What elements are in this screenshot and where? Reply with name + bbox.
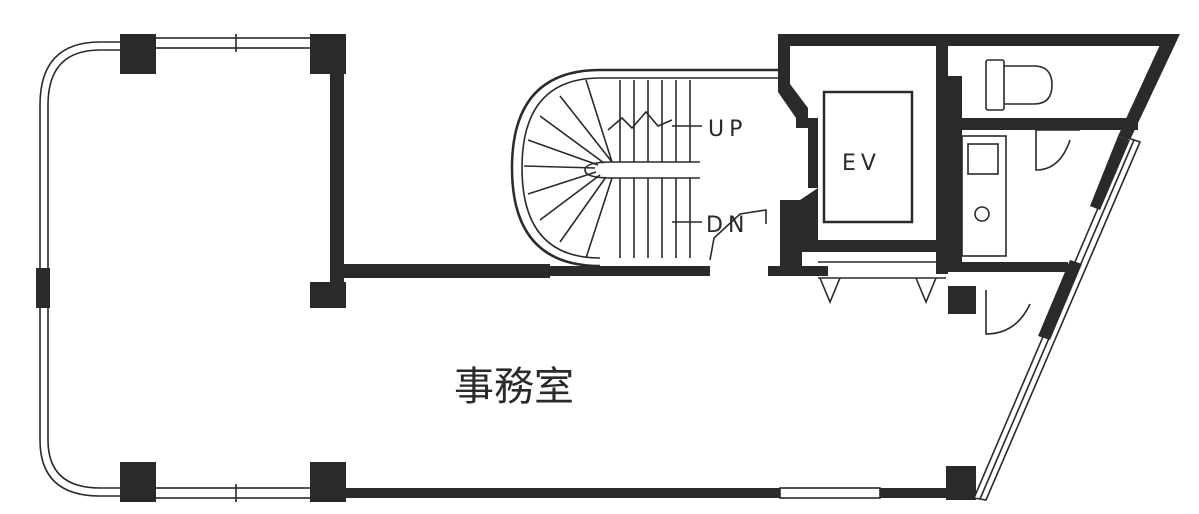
ev-right-wall bbox=[936, 34, 948, 274]
office-door-swing bbox=[985, 290, 1031, 335]
kitchenette bbox=[961, 129, 1080, 335]
left-wing-outer-window bbox=[39, 41, 130, 497]
office-bottom-wall bbox=[340, 488, 780, 498]
left-wing bbox=[36, 34, 321, 502]
right-slanted-wall bbox=[1118, 34, 1180, 140]
columns bbox=[120, 34, 976, 502]
toilet-bowl bbox=[1004, 65, 1053, 105]
door-swing-right bbox=[915, 277, 937, 305]
toilet bbox=[985, 59, 1053, 111]
toilet-bottom-wall bbox=[948, 118, 1138, 130]
office-top-wall bbox=[330, 264, 550, 278]
stair-treads bbox=[523, 79, 767, 261]
office-top-wall-stair bbox=[550, 266, 710, 276]
ev-left-lower-wall bbox=[780, 200, 802, 270]
ev-left-mid-wall bbox=[796, 118, 818, 188]
wing-divider-wall bbox=[330, 34, 344, 284]
up-label: UP bbox=[708, 117, 747, 142]
column-bottom-right bbox=[946, 466, 976, 500]
core-outer-wall bbox=[778, 34, 1178, 118]
stair-core-curve bbox=[584, 161, 700, 179]
office-bottom-wall-right bbox=[880, 488, 950, 498]
stair-inner-curve bbox=[521, 77, 780, 259]
office-label: 事務室 bbox=[454, 364, 574, 410]
elevator-car bbox=[822, 90, 914, 224]
kitchen-door-swing bbox=[1035, 130, 1071, 171]
ev-label: EV bbox=[842, 151, 881, 176]
left-wall-pier bbox=[36, 268, 50, 308]
door-swing-left bbox=[819, 277, 841, 305]
kitchen-stove bbox=[974, 206, 990, 222]
column-right-mid bbox=[948, 286, 976, 314]
right-wall-segment-b bbox=[1038, 260, 1082, 340]
kitchen-left-wall bbox=[948, 130, 962, 270]
stair-outer-curve bbox=[510, 68, 780, 268]
right-wall-segment-a bbox=[1090, 136, 1130, 210]
bottom-right-window bbox=[779, 487, 881, 499]
kitchen-sink bbox=[967, 143, 999, 175]
column-mid bbox=[310, 282, 346, 308]
toilet-tank bbox=[985, 59, 1005, 111]
toilet-left-wall bbox=[948, 76, 962, 126]
ev-bottom-wall bbox=[800, 240, 948, 252]
walls bbox=[330, 34, 1180, 501]
kitchen-bottom-wall bbox=[948, 262, 1068, 272]
column-bottom-left bbox=[120, 462, 156, 502]
staircase: UP DN bbox=[510, 68, 780, 268]
column-top-left bbox=[120, 34, 156, 74]
ev-left-notch bbox=[800, 188, 818, 252]
elevator: EV bbox=[818, 90, 946, 305]
office-top-wall-ev bbox=[768, 266, 828, 276]
dn-label: DN bbox=[706, 213, 749, 238]
top-window bbox=[149, 37, 321, 49]
bottom-window bbox=[149, 487, 321, 499]
kitchen-counter bbox=[961, 135, 1007, 257]
